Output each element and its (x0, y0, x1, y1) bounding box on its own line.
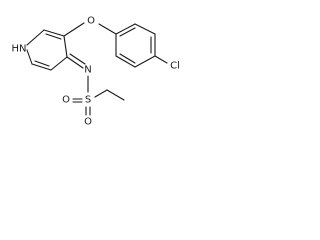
bond (106, 89, 125, 101)
sulfonyl-oxygen-left-label: O (62, 95, 70, 106)
bond (119, 27, 136, 37)
bond (119, 53, 136, 64)
sulfonyl-oxygen-bottom-label: O (84, 117, 92, 128)
bond (45, 33, 62, 40)
imine-nitrogen-label: N (84, 65, 91, 76)
chlorine-label: Cl (170, 61, 180, 72)
bond (50, 56, 68, 71)
bond (94, 89, 108, 98)
nh-label: HN (12, 44, 27, 55)
ether-oxygen-label: O (87, 16, 95, 27)
bond (154, 55, 168, 64)
bond (69, 53, 86, 65)
sulfur-label: S (85, 95, 91, 106)
sulfonyl-bond-bottom (85, 106, 91, 116)
bond (43, 29, 65, 37)
bond (26, 49, 33, 65)
bond (63, 22, 85, 37)
bond (98, 23, 117, 35)
bond (26, 29, 45, 46)
dihydropyridine-ring (26, 29, 68, 71)
bond (63, 35, 68, 58)
bond (134, 23, 156, 35)
sulfonyl-bond-left (72, 98, 83, 103)
bond (115, 55, 136, 68)
chemical-structure: HN O Cl N S O O (12, 16, 180, 128)
chlorophenyl-ring (115, 23, 156, 68)
bond (115, 23, 136, 35)
bond (66, 56, 84, 69)
bond (34, 60, 50, 67)
bond (31, 63, 52, 71)
bond (134, 55, 156, 68)
imine-bond (66, 53, 86, 69)
